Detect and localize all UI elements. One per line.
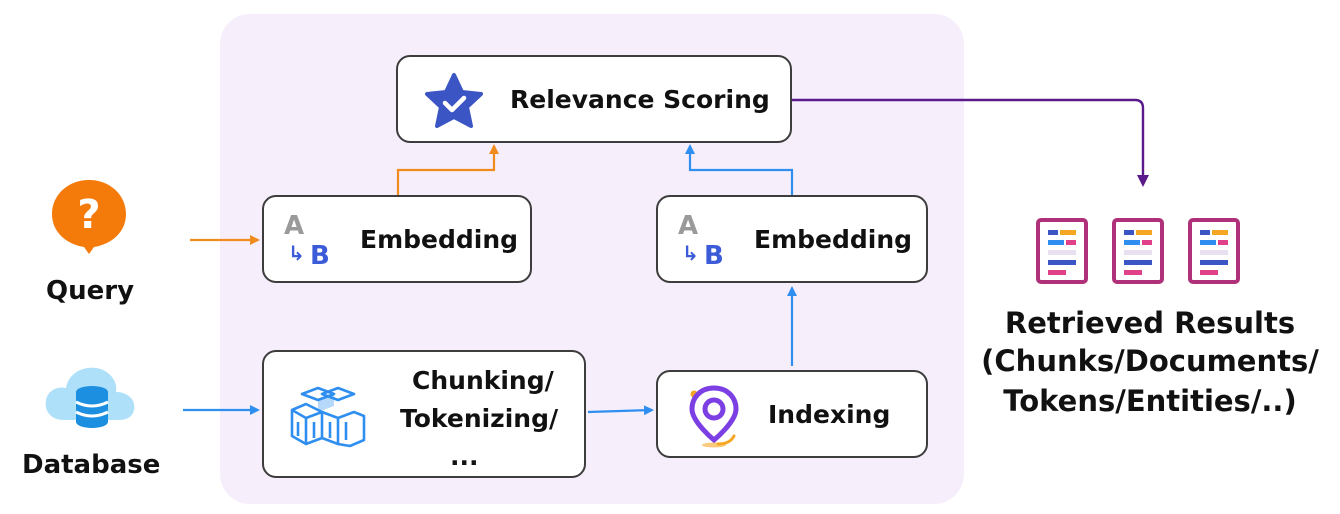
relevance-scoring-box: Relevance Scoring xyxy=(396,55,792,143)
chunking-label-1: Chunking/ xyxy=(412,366,554,395)
indexing-label: Indexing xyxy=(768,400,891,429)
chunking-box: Chunking/ Tokenizing/ ... xyxy=(262,350,586,478)
results-icons xyxy=(1036,218,1254,290)
ab-icon-a: A xyxy=(678,211,699,241)
document-icon xyxy=(1036,218,1088,284)
star-check-icon xyxy=(425,73,483,128)
embedding-db-to-relevance-arrow xyxy=(685,144,794,195)
ab-icon-b: B xyxy=(704,241,724,271)
cubes-icon xyxy=(290,386,366,448)
a-to-b-icon: A ↳ B xyxy=(282,207,346,273)
embedding-to-relevance-arrow xyxy=(396,144,499,195)
relevance-scoring-label: Relevance Scoring xyxy=(510,85,770,114)
results-detail-2: Tokens/Entities/..) xyxy=(1003,384,1297,418)
ab-icon-arrow: ↳ xyxy=(682,241,699,265)
ab-icon-a: A xyxy=(284,211,305,241)
svg-text:?: ? xyxy=(77,192,100,238)
chunking-label-3: ... xyxy=(450,442,479,471)
relevance-to-results-arrow xyxy=(792,98,1149,187)
document-icon xyxy=(1188,218,1240,284)
a-to-b-icon: A ↳ B xyxy=(676,207,740,273)
database-label: Database xyxy=(22,450,161,480)
indexing-box: Indexing xyxy=(656,370,928,458)
embedding-query-label: Embedding xyxy=(360,225,519,254)
results-title: Retrieved Results xyxy=(1004,306,1296,340)
ab-icon-arrow: ↳ xyxy=(288,241,305,265)
chunking-to-indexing-arrow xyxy=(587,405,654,416)
question-bubble-icon: ? xyxy=(52,180,126,254)
location-pin-icon xyxy=(689,385,739,448)
results-detail-1: (Chunks/Documents/ xyxy=(981,344,1319,378)
chunking-label-2: Tokenizing/ xyxy=(400,404,559,433)
query-label: Query xyxy=(46,276,135,306)
ab-icon-b: B xyxy=(310,241,330,271)
document-icon xyxy=(1112,218,1164,284)
cloud-database-icon xyxy=(45,367,135,428)
embedding-db-box: A ↳ B Embedding xyxy=(656,195,928,283)
embedding-query-box: A ↳ B Embedding xyxy=(262,195,532,283)
embedding-db-label: Embedding xyxy=(754,225,913,254)
